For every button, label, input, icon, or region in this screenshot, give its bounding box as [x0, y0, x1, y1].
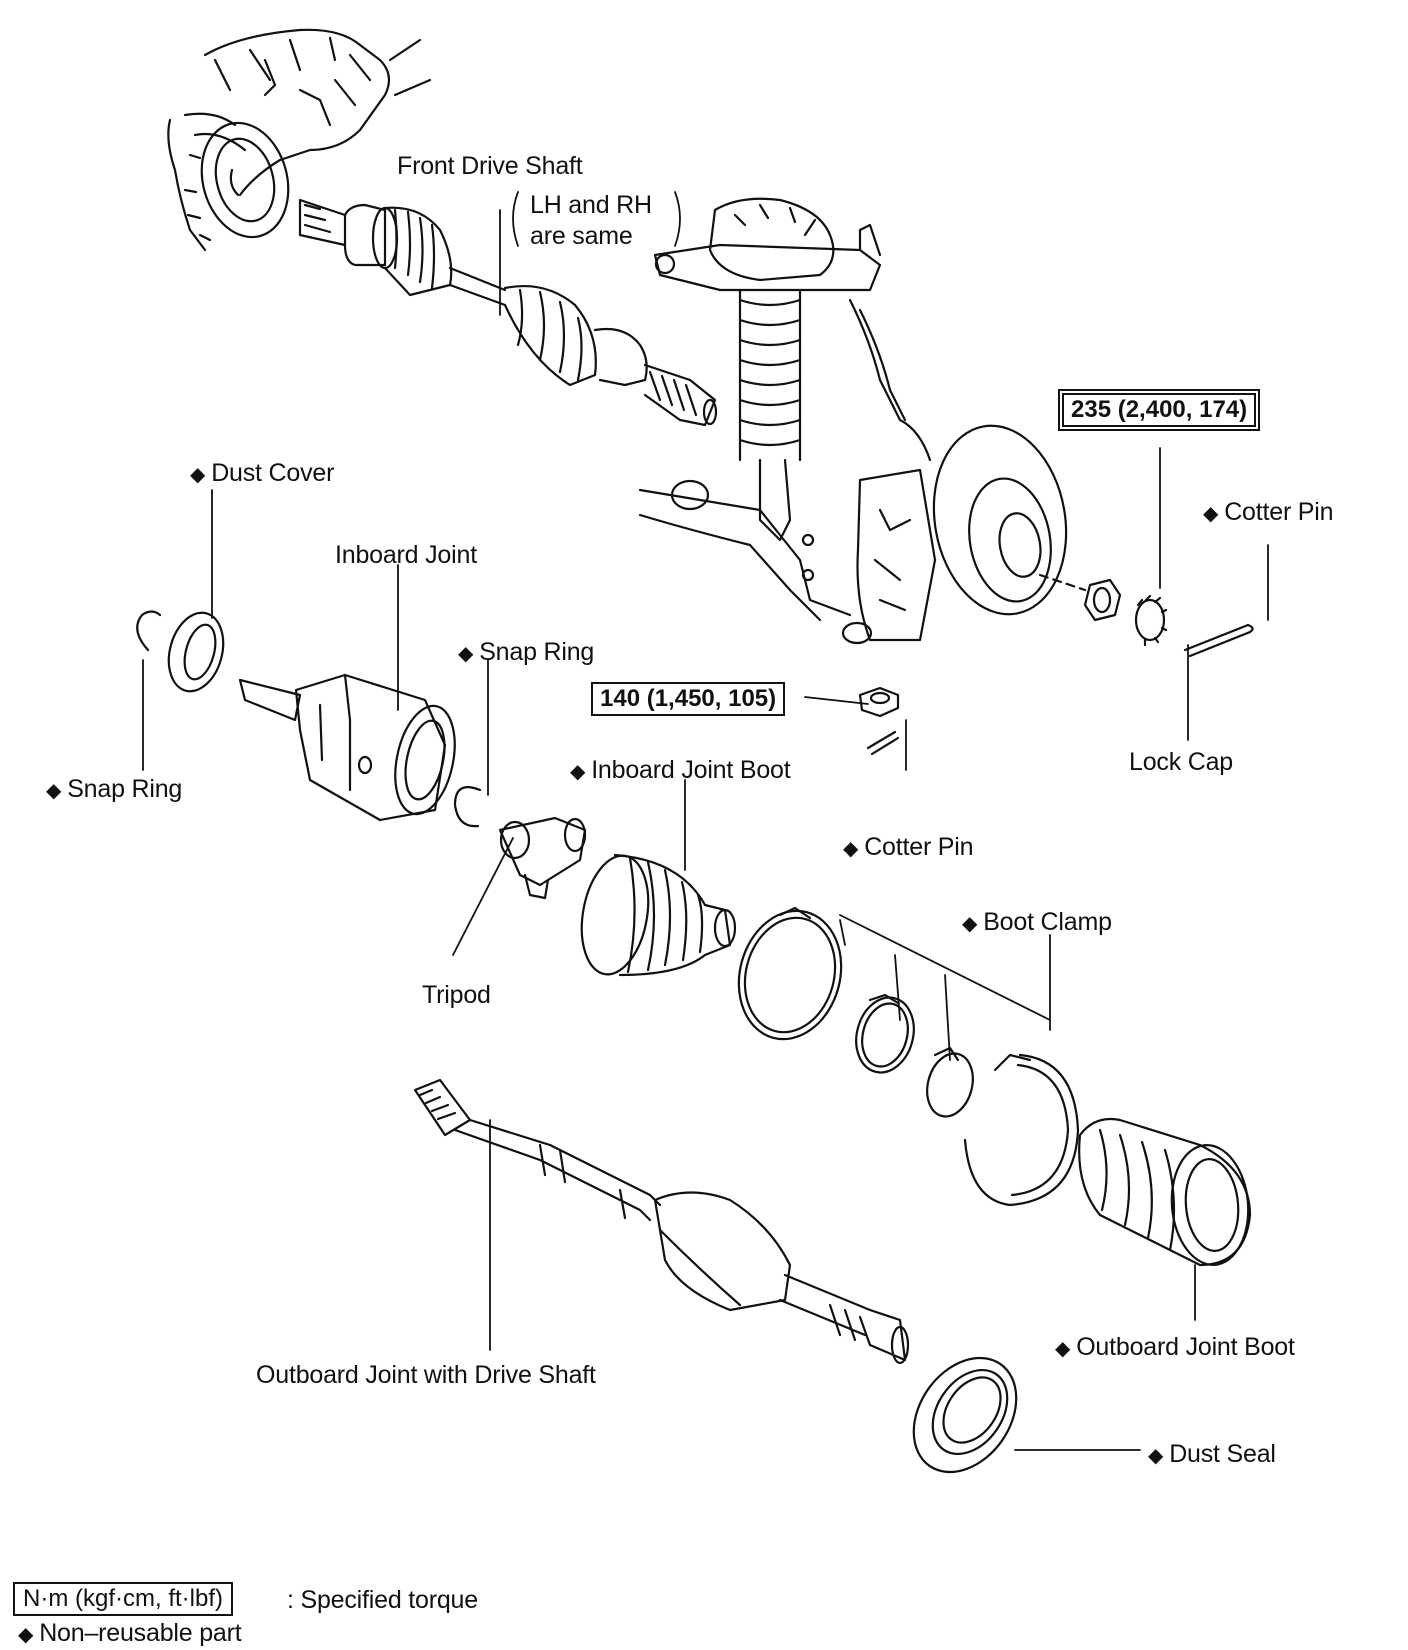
cotter-pin-right-label: ◆Cotter Pin [1203, 498, 1334, 526]
cotter-pin-center-text: Cotter Pin [864, 833, 974, 861]
snap-ring-left-label: ◆Snap Ring [46, 777, 182, 802]
cotter-pin-right-text: Cotter Pin [1224, 498, 1334, 526]
legend-torque-text: : Specified torque [287, 1586, 478, 1614]
snap-ring-left-text: Snap Ring [67, 775, 183, 803]
inboard-joint-label: Inboard Joint [335, 541, 477, 569]
inboard-joint-drawing [238, 673, 456, 822]
non-reusable-marker: ◆ [1055, 1338, 1071, 1360]
parenthesis-marks [512, 191, 681, 247]
outboard-joint-boot-label: ◆Outboard Joint Boot [1055, 1335, 1295, 1360]
legend-torque-unit-box: N·m (kgf·cm, ft·lbf) [13, 1582, 233, 1616]
non-reusable-marker: ◆ [1148, 1445, 1164, 1467]
inboard-joint-boot-drawing [580, 853, 737, 977]
snap-ring-right-label: ◆Snap Ring [458, 640, 594, 665]
dust-seal-drawing [912, 1356, 1018, 1474]
lh-rh-line1-label: LH and RH [530, 191, 652, 219]
outboard-joint-boot-text: Outboard Joint Boot [1076, 1333, 1295, 1361]
ball-joint-nut-drawing [858, 686, 900, 756]
boot-clamp-text: Boot Clamp [983, 908, 1112, 936]
non-reusable-marker: ◆ [843, 838, 859, 860]
non-reusable-marker: ◆ [190, 464, 206, 486]
dust-cover-drawing [136, 610, 225, 693]
boot-clamps-drawing [737, 906, 1080, 1207]
outboard-joint-shaft-drawing [413, 1078, 910, 1365]
non-reusable-marker: ◆ [458, 643, 474, 665]
non-reusable-marker: ◆ [1203, 503, 1219, 525]
outboard-joint-boot-drawing [1078, 1117, 1252, 1267]
hub-nut-lock-cap-drawing [1083, 578, 1254, 658]
outboard-joint-with-drive-shaft-label: Outboard Joint with Drive Shaft [256, 1361, 596, 1389]
transmission-housing [167, 28, 432, 252]
dust-seal-label: ◆Dust Seal [1148, 1442, 1276, 1467]
non-reusable-marker: ◆ [962, 913, 978, 935]
cotter-pin-center-label: ◆Cotter Pin [843, 833, 974, 861]
lock-cap-label: Lock Cap [1129, 748, 1234, 776]
tripod-label: Tripod [422, 981, 491, 1009]
lh-rh-line2-label: are same [530, 222, 633, 250]
snap-ring-drawing [453, 786, 482, 828]
suspension-knuckle-drawing [638, 197, 1087, 645]
dust-seal-text: Dust Seal [1169, 1440, 1276, 1468]
legend-nonreusable-text: Non–reusable part [39, 1619, 242, 1647]
ball-joint-nut-torque-spec: 140 (1,450, 105) [591, 682, 786, 716]
dust-cover-text: Dust Cover [211, 459, 335, 487]
non-reusable-marker: ◆ [18, 1624, 34, 1646]
snap-ring-right-text: Snap Ring [479, 638, 595, 666]
front-drive-shaft-label: Front Drive Shaft [397, 152, 583, 180]
legend-nonreusable: ◆Non–reusable part [18, 1619, 242, 1647]
inboard-joint-boot-label: ◆Inboard Joint Boot [570, 758, 791, 783]
dust-cover-label: ◆Dust Cover [190, 461, 334, 486]
leader-lines [142, 209, 1269, 1451]
hub-nut-torque-spec: 235 (2,400, 174) [1057, 389, 1261, 431]
boot-clamp-label: ◆Boot Clamp [962, 910, 1112, 935]
front-drive-shaft-drawing [298, 198, 718, 427]
non-reusable-marker: ◆ [570, 761, 586, 783]
inboard-joint-boot-text: Inboard Joint Boot [591, 756, 791, 784]
non-reusable-marker: ◆ [46, 780, 62, 802]
tripod-drawing [498, 816, 587, 900]
